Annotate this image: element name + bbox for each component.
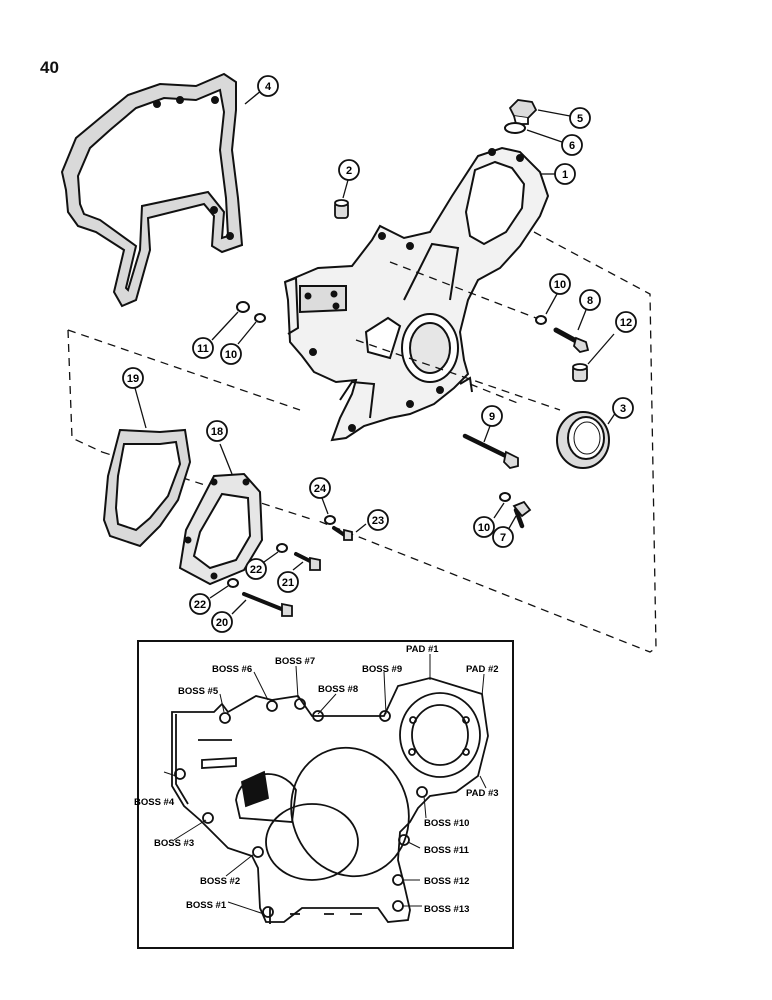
svg-text:6: 6: [569, 140, 575, 152]
callout-8: 8: [579, 289, 601, 311]
callout-5: 5: [569, 107, 591, 129]
svg-text:8: 8: [587, 295, 593, 307]
label-boss-6: BOSS #6: [212, 664, 252, 675]
label-pad-2: PAD #2: [466, 664, 499, 675]
lock-washer: [276, 543, 288, 553]
svg-text:9: 9: [489, 411, 495, 423]
lock-washer: [535, 315, 547, 325]
callout-22-lower: 22: [189, 593, 211, 615]
callout-10-left: 10: [220, 343, 242, 365]
svg-text:1: 1: [562, 169, 568, 181]
lock-washer: [499, 492, 511, 502]
dowel-sleeve: [572, 363, 588, 382]
label-pad-3: PAD #3: [466, 788, 499, 799]
lock-washer: [227, 578, 239, 588]
label-boss-5: BOSS #5: [178, 686, 219, 697]
label-boss-2: BOSS #2: [200, 876, 240, 887]
svg-text:21: 21: [282, 577, 294, 589]
callout-11: 11: [192, 337, 214, 359]
dowel-pin: [334, 199, 349, 219]
svg-text:22: 22: [194, 599, 206, 611]
label-boss-9: BOSS #9: [362, 664, 402, 675]
callout-3: 3: [612, 397, 634, 419]
inset-cover-outline: [171, 677, 489, 924]
svg-text:7: 7: [500, 532, 506, 544]
callout-bubbles: 1 2 3 4 5 6 7 8 9 10 10 10 11 12 18 19 2…: [122, 75, 637, 633]
long-cap-screw: [462, 433, 519, 469]
cap-screw: [294, 552, 321, 571]
label-boss-12: BOSS #12: [424, 876, 469, 887]
label-boss-11: BOSS #11: [424, 845, 470, 856]
inset-leaders: [163, 654, 487, 915]
cap-screw: [332, 526, 353, 541]
assembly-centerlines: [67, 231, 657, 653]
svg-text:20: 20: [216, 617, 228, 629]
short-cap-screw: [512, 500, 532, 529]
cover-plate: [178, 472, 264, 586]
long-cap-screw: [242, 592, 293, 617]
svg-text:22: 22: [250, 564, 262, 576]
svg-text:2: 2: [346, 165, 352, 177]
callout-10-lower: 10: [473, 516, 495, 538]
pipe-plug: [508, 99, 538, 125]
label-boss-10: BOSS #10: [424, 818, 469, 829]
callout-4: 4: [257, 75, 279, 97]
label-boss-4: BOSS #4: [134, 797, 175, 808]
callout-19: 19: [122, 367, 144, 389]
page-number: 40: [40, 58, 59, 77]
svg-text:19: 19: [127, 373, 139, 385]
svg-text:10: 10: [554, 279, 566, 291]
svg-text:23: 23: [372, 515, 384, 527]
label-boss-1: BOSS #1: [186, 900, 227, 911]
lock-washer: [254, 313, 266, 323]
callout-10-right: 10: [549, 273, 571, 295]
label-boss-8: BOSS #8: [318, 684, 358, 695]
lock-washer: [324, 515, 336, 525]
timing-cover-gasket: [60, 72, 244, 308]
inset-frame: [137, 640, 514, 949]
svg-text:3: 3: [620, 403, 626, 415]
inset-labels: BOSS #1 BOSS #2 BOSS #3 BOSS #4 BOSS #5 …: [134, 644, 499, 915]
svg-text:11: 11: [197, 343, 209, 355]
callout-24: 24: [309, 477, 331, 499]
callout-23: 23: [367, 509, 389, 531]
svg-text:18: 18: [211, 426, 223, 438]
cap-screw: [553, 327, 590, 353]
callout-20: 20: [211, 611, 233, 633]
label-boss-7: BOSS #7: [275, 656, 315, 667]
callout-21: 21: [277, 571, 299, 593]
label-boss-13: BOSS #13: [424, 904, 469, 915]
timing-gear-cover: [283, 146, 550, 442]
label-boss-3: BOSS #3: [154, 838, 194, 849]
svg-text:12: 12: [620, 317, 632, 329]
hex-nut: [236, 301, 250, 313]
svg-text:5: 5: [577, 113, 583, 125]
label-pad-1: PAD #1: [406, 644, 439, 655]
pump-gasket: [102, 428, 192, 548]
callout-12: 12: [615, 311, 637, 333]
crankshaft-oil-seal: [556, 411, 610, 469]
callout-22-upper: 22: [245, 558, 267, 580]
svg-text:10: 10: [478, 522, 490, 534]
svg-text:24: 24: [314, 483, 327, 495]
svg-text:4: 4: [265, 81, 272, 93]
callout-7: 7: [492, 526, 514, 548]
callout-9: 9: [481, 405, 503, 427]
plug-washer: [504, 122, 526, 134]
svg-text:10: 10: [225, 349, 237, 361]
callout-1: 1: [554, 163, 576, 185]
callout-18: 18: [206, 420, 228, 442]
callout-6: 6: [561, 134, 583, 156]
callout-2: 2: [338, 159, 360, 181]
